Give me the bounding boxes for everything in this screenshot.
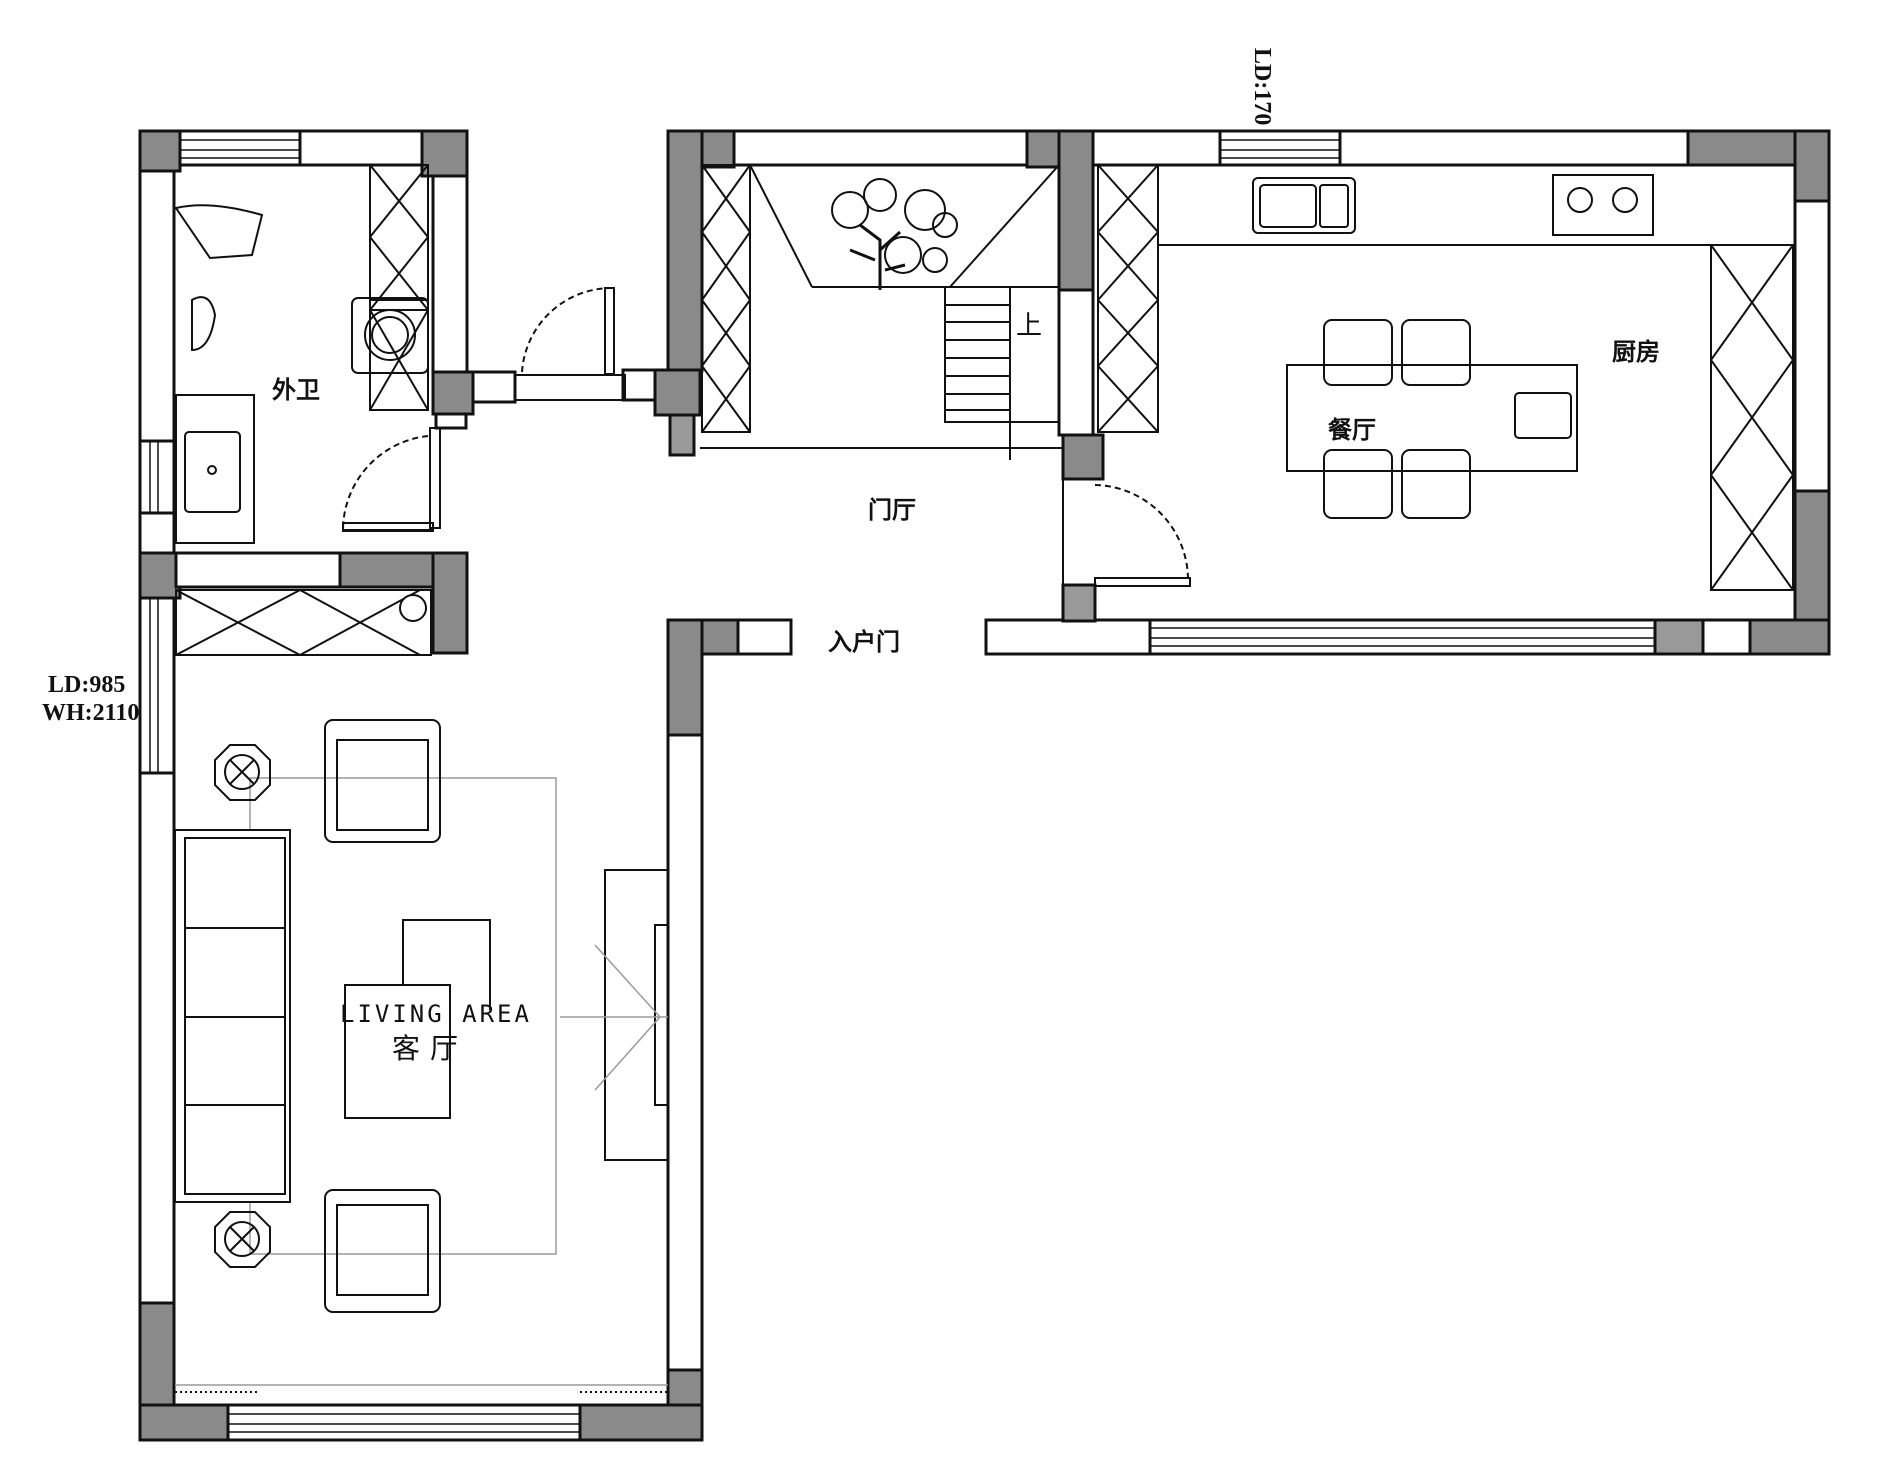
passage-door [514,286,626,401]
living-furniture [174,719,669,1393]
label-stair-up: 上 [1016,311,1042,341]
entrance-walls [578,618,793,1442]
label-foyer: 门厅 [868,496,916,524]
kitchen-door [1062,479,1191,620]
kitchen-walls [984,129,1831,656]
dim-left-window-ld: LD:985 [48,672,125,698]
label-kitchen: 厨房 [1612,338,1660,366]
living-walls [138,596,582,1442]
stair-and-cabinets [700,164,1063,460]
dim-top-window: LD:170 [1249,48,1275,125]
tree-icon [831,178,958,290]
label-bathroom: 外卫 [272,376,320,404]
label-entrance-door: 入户门 [828,628,900,656]
dim-left-window-wh: WH:2110 [42,700,139,726]
label-dining: 餐厅 [1328,416,1376,444]
label-living-cn: 客厅 [392,1032,468,1065]
bathroom-fixtures [174,164,432,656]
bathroom-door [342,427,441,532]
bathroom-walls [138,129,517,655]
label-living-en: LIVING AREA [340,1000,532,1028]
foyer-walls [621,129,1105,481]
kitchen-fixtures [1097,164,1796,591]
